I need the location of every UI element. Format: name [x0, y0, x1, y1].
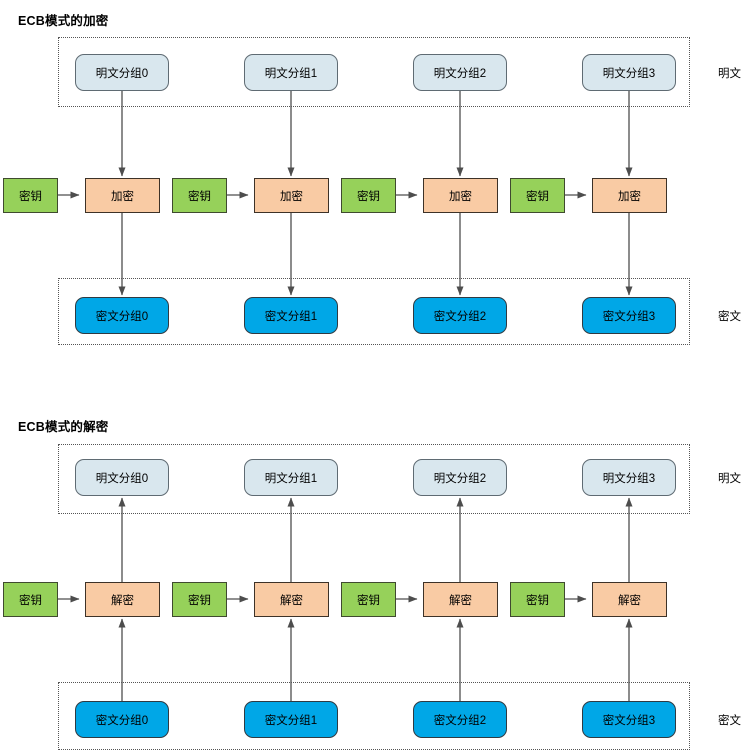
dec-key-2-label: 密钥: [357, 594, 380, 607]
dec-ciphertext-block-3[interactable]: 密文分组3: [582, 701, 676, 738]
dec-ciphertext-block-3-label: 密文分组3: [602, 714, 656, 727]
dec-ciphertext-block-0[interactable]: 密文分组0: [75, 701, 169, 738]
dec-ciphertext-block-2-label: 密文分组2: [433, 714, 487, 727]
dec-plaintext-block-1[interactable]: 明文分组1: [244, 459, 338, 496]
dec-operation-2[interactable]: 解密: [423, 582, 498, 617]
dec-operation-3-label: 解密: [618, 594, 641, 607]
enc-operation-0-label: 加密: [111, 190, 134, 203]
dec-plaintext-block-0[interactable]: 明文分组0: [75, 459, 169, 496]
enc-ciphertext-side-label: 密文: [718, 311, 741, 323]
encryption-diagram-title: ECB模式的加密: [18, 14, 109, 28]
decryption-plaintext-group: [58, 444, 690, 514]
enc-ciphertext-block-0-label: 密文分组0: [95, 310, 149, 323]
dec-ciphertext-block-0-label: 密文分组0: [95, 714, 149, 727]
decryption-diagram-title: ECB模式的解密: [18, 420, 109, 434]
dec-ciphertext-block-2[interactable]: 密文分组2: [413, 701, 507, 738]
enc-plaintext-block-3-label: 明文分组3: [602, 67, 656, 80]
dec-key-1-label: 密钥: [188, 594, 211, 607]
enc-plaintext-block-0[interactable]: 明文分组0: [75, 54, 169, 91]
dec-operation-0-label: 解密: [111, 594, 134, 607]
dec-operation-1[interactable]: 解密: [254, 582, 329, 617]
enc-ciphertext-block-1[interactable]: 密文分组1: [244, 297, 338, 334]
enc-operation-3-label: 加密: [618, 190, 641, 203]
dec-operation-2-label: 解密: [449, 594, 472, 607]
decryption-ciphertext-group: [58, 682, 690, 750]
dec-plaintext-block-3[interactable]: 明文分组3: [582, 459, 676, 496]
dec-plaintext-block-1-label: 明文分组1: [264, 472, 318, 485]
enc-operation-3[interactable]: 加密: [592, 178, 667, 213]
encryption-plaintext-group: [58, 37, 690, 107]
enc-key-1-label: 密钥: [188, 190, 211, 203]
enc-ciphertext-block-1-label: 密文分组1: [264, 310, 318, 323]
enc-operation-0[interactable]: 加密: [85, 178, 160, 213]
dec-plaintext-block-0-label: 明文分组0: [95, 472, 149, 485]
dec-operation-3[interactable]: 解密: [592, 582, 667, 617]
enc-operation-1[interactable]: 加密: [254, 178, 329, 213]
dec-key-2[interactable]: 密钥: [341, 582, 396, 617]
dec-ciphertext-block-1-label: 密文分组1: [264, 714, 318, 727]
enc-key-2[interactable]: 密钥: [341, 178, 396, 213]
enc-operation-1-label: 加密: [280, 190, 303, 203]
dec-plaintext-side-label: 明文: [718, 473, 741, 485]
dec-operation-0[interactable]: 解密: [85, 582, 160, 617]
dec-ciphertext-block-1[interactable]: 密文分组1: [244, 701, 338, 738]
enc-operation-2[interactable]: 加密: [423, 178, 498, 213]
enc-key-0-label: 密钥: [19, 190, 42, 203]
dec-key-0[interactable]: 密钥: [3, 582, 58, 617]
dec-plaintext-block-2[interactable]: 明文分组2: [413, 459, 507, 496]
dec-key-1[interactable]: 密钥: [172, 582, 227, 617]
enc-key-3-label: 密钥: [526, 190, 549, 203]
dec-key-3-label: 密钥: [526, 594, 549, 607]
dec-plaintext-block-2-label: 明文分组2: [433, 472, 487, 485]
enc-key-0[interactable]: 密钥: [3, 178, 58, 213]
dec-plaintext-block-3-label: 明文分组3: [602, 472, 656, 485]
encryption-ciphertext-group: [58, 278, 690, 345]
enc-plaintext-block-2-label: 明文分组2: [433, 67, 487, 80]
enc-key-1[interactable]: 密钥: [172, 178, 227, 213]
enc-ciphertext-block-3[interactable]: 密文分组3: [582, 297, 676, 334]
enc-plaintext-block-1-label: 明文分组1: [264, 67, 318, 80]
dec-ciphertext-side-label: 密文: [718, 715, 741, 727]
enc-plaintext-side-label: 明文: [718, 68, 741, 80]
enc-plaintext-block-3[interactable]: 明文分组3: [582, 54, 676, 91]
enc-key-2-label: 密钥: [357, 190, 380, 203]
enc-plaintext-block-2[interactable]: 明文分组2: [413, 54, 507, 91]
dec-key-3[interactable]: 密钥: [510, 582, 565, 617]
dec-operation-1-label: 解密: [280, 594, 303, 607]
enc-operation-2-label: 加密: [449, 190, 472, 203]
enc-key-3[interactable]: 密钥: [510, 178, 565, 213]
enc-plaintext-block-0-label: 明文分组0: [95, 67, 149, 80]
dec-key-0-label: 密钥: [19, 594, 42, 607]
enc-ciphertext-block-2-label: 密文分组2: [433, 310, 487, 323]
enc-ciphertext-block-2[interactable]: 密文分组2: [413, 297, 507, 334]
enc-ciphertext-block-3-label: 密文分组3: [602, 310, 656, 323]
enc-ciphertext-block-0[interactable]: 密文分组0: [75, 297, 169, 334]
enc-plaintext-block-1[interactable]: 明文分组1: [244, 54, 338, 91]
